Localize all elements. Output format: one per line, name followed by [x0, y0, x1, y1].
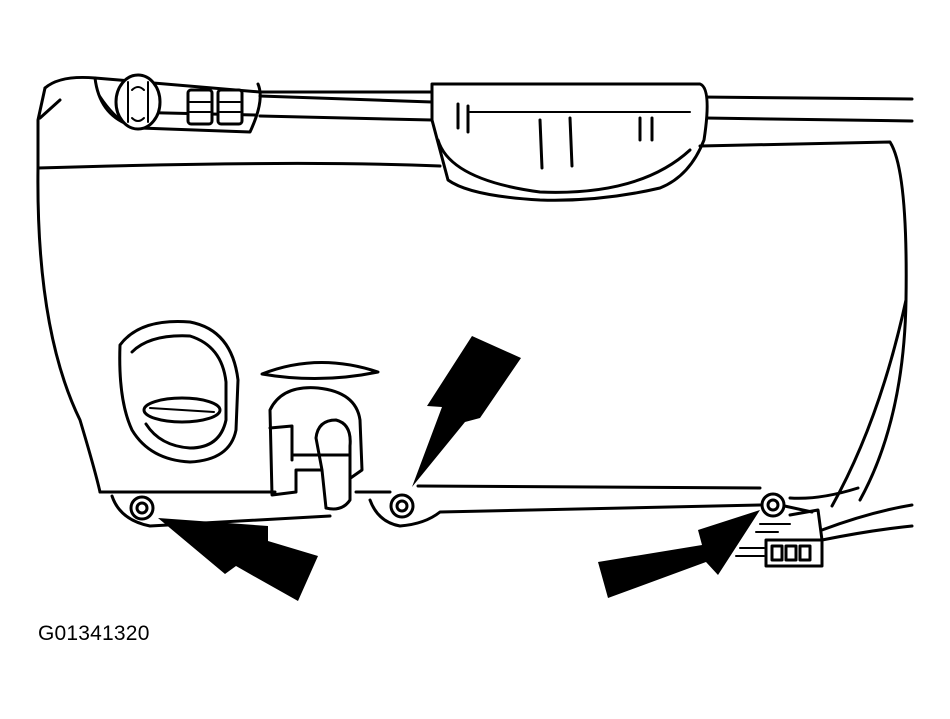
bolt-center-icon	[389, 493, 415, 519]
glove-box-latch	[260, 360, 380, 511]
bolt-left-icon	[129, 495, 155, 521]
air-vent-opening	[118, 319, 240, 464]
figure-id-label: G01341320	[38, 622, 150, 645]
rocker-switches	[186, 88, 244, 126]
bolt-right-icon	[760, 492, 786, 518]
arrow-center-icon	[412, 336, 521, 487]
arrow-left-icon	[158, 518, 318, 601]
wiring-harness	[820, 503, 914, 542]
electrical-connector	[735, 508, 824, 568]
glove-box-panel	[36, 140, 908, 508]
heater-knob	[114, 73, 162, 131]
mounting-flange	[110, 494, 814, 528]
center-console-housing	[430, 82, 709, 202]
arrow-right-icon	[598, 510, 760, 598]
